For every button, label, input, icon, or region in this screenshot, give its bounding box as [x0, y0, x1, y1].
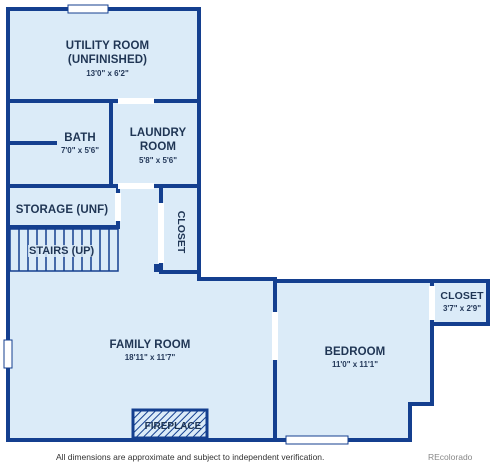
- laundry-dims: 5'8" x 5'6": [138, 155, 178, 165]
- bedroom-closet-dims: 3'7" x 2'9": [442, 304, 482, 314]
- door-bedroom-closet: [429, 286, 435, 320]
- bath-name: BATH: [64, 132, 96, 144]
- fireplace-label: FIREPLACE: [144, 421, 202, 432]
- structural-post: [154, 264, 162, 272]
- family-room-name: FAMILY ROOM: [109, 339, 191, 351]
- floor-fill-bedroom-closet: [432, 281, 488, 324]
- door-openings: [115, 98, 435, 360]
- label-bedroom: BEDROOM 11'0" x 11'1": [305, 345, 405, 370]
- windows: [3, 4, 349, 445]
- label-bath: BATH 7'0" x 5'6": [40, 131, 120, 156]
- label-bedroom-closet: CLOSET 3'7" x 2'9": [434, 290, 490, 314]
- walls: [6, 7, 490, 442]
- bedroom-closet-name: CLOSET: [440, 290, 484, 302]
- label-closet-vertical: CLOSET: [173, 206, 189, 258]
- disclaimer-text: All dimensions are approximate and subje…: [56, 452, 325, 462]
- label-utility-room: UTILITY ROOM (UNFINISHED) 13'0" x 6'2": [40, 39, 175, 79]
- brand-logo-text: REcolorado: [428, 452, 473, 462]
- laundry-name: LAUNDRY: [129, 127, 187, 139]
- label-laundry: LAUNDRY ROOM 5'8" x 5'6": [124, 126, 192, 166]
- bedroom-dims: 11'0" x 11'1": [331, 360, 379, 370]
- door-utility: [118, 98, 154, 104]
- utility-room-dims: 13'0" x 6'2": [86, 68, 129, 78]
- door-closet: [158, 203, 164, 263]
- storage-name: STORAGE (UNF): [15, 204, 109, 216]
- closet-vertical-name: CLOSET: [175, 210, 187, 254]
- door-laundry: [118, 183, 154, 189]
- laundry-name-2: ROOM: [139, 141, 177, 154]
- floor-fill-main: [8, 9, 275, 440]
- bedroom-name: BEDROOM: [324, 346, 386, 358]
- footer: All dimensions are approximate and subje…: [0, 450, 500, 466]
- fireplace: [131, 408, 209, 440]
- window-utility-top: [67, 4, 109, 14]
- family-room-dims: 18'11" x 11'7": [124, 353, 176, 363]
- stairs-label: STAIRS (UP): [28, 245, 96, 257]
- utility-room-name-2: (UNFINISHED): [67, 54, 148, 67]
- floor-fill-bedroom: [275, 281, 432, 440]
- door-storage: [115, 193, 121, 221]
- wall-bedroom-closet: [430, 279, 490, 326]
- label-storage: STORAGE (UNF): [12, 203, 112, 217]
- door-bedroom: [272, 312, 278, 360]
- utility-room-name: UTILITY ROOM: [65, 40, 150, 52]
- bath-dims: 7'0" x 5'6": [60, 146, 100, 156]
- label-family-room: FAMILY ROOM 18'11" x 11'7": [90, 338, 210, 363]
- window-bedroom-south: [285, 435, 349, 445]
- window-family-west: [3, 339, 13, 369]
